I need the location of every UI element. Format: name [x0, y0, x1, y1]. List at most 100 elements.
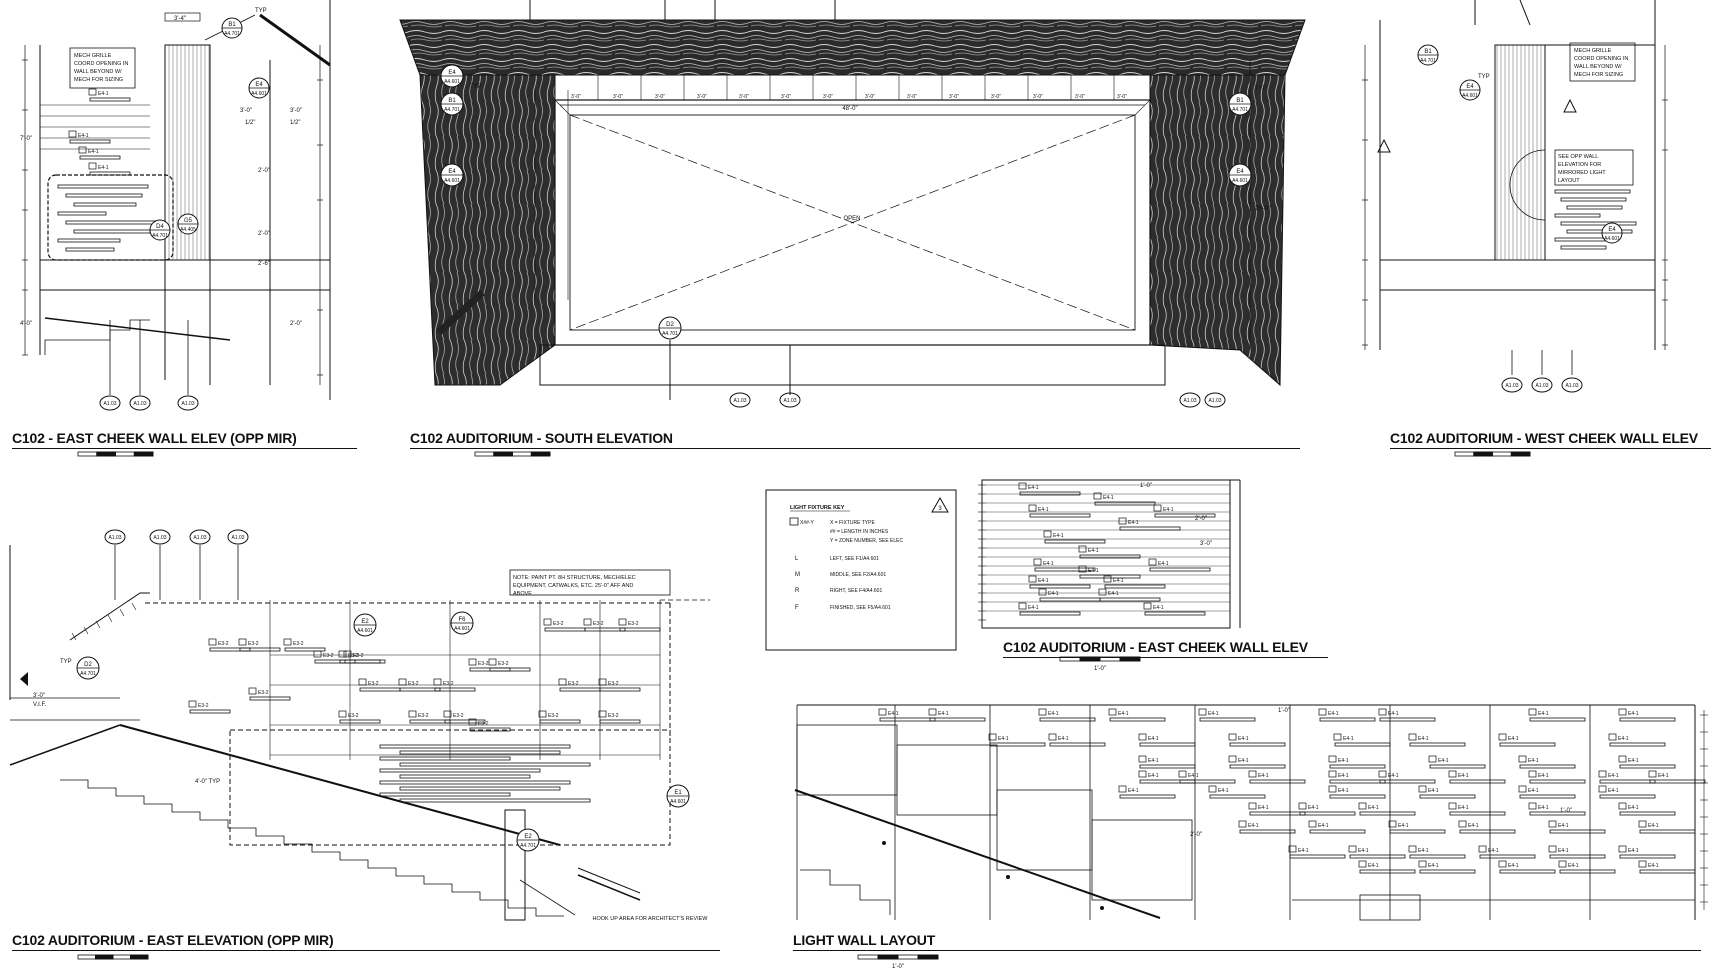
- callout-number: E4: [255, 82, 263, 88]
- light-fixture: E4-1: [1093, 492, 1156, 506]
- fixture-tag: E3-2: [348, 653, 359, 659]
- fixture-tag: E3-2: [443, 681, 454, 687]
- fixture-tag: E3-2: [353, 653, 364, 659]
- gridline-bubble: A1.03: [779, 392, 801, 408]
- light-fixture: E3-2: [583, 618, 626, 632]
- light-fixture: E4-1: [1238, 820, 1296, 834]
- light-fixture: E3-2: [238, 638, 281, 652]
- bubble-label: A1.03: [1535, 383, 1548, 389]
- dim-text: 2'-0": [290, 321, 302, 327]
- light-fixture: E4-1: [1143, 602, 1206, 616]
- callout-sheet: A4.701: [224, 31, 240, 37]
- fixture-tag: E4-1: [1038, 578, 1049, 584]
- callout-number: D4: [156, 224, 164, 230]
- gridline-bubble: A1.03: [729, 392, 751, 408]
- fixture-tag: E4-1: [1528, 788, 1539, 794]
- fixture-tag: E3-2: [408, 681, 419, 687]
- key-text: FINISHED, SEE F5/A4.601: [830, 605, 891, 611]
- bubble-label: A1.03: [1208, 398, 1221, 404]
- light-fixture: E4-1: [1138, 733, 1196, 747]
- fixture-tag: E4-1: [1238, 758, 1249, 764]
- fixture-tag: E4-1: [1328, 711, 1339, 717]
- gridline-bubble: A1.03: [104, 529, 126, 545]
- fixture-tag: E4-1: [1558, 823, 1569, 829]
- light-fixture: E4-1: [878, 708, 936, 722]
- fixture-tag: E4-1: [938, 711, 949, 717]
- stairs: [60, 779, 564, 917]
- note-line: COORD OPENING IN: [1574, 56, 1628, 62]
- dim-text: 3'-0": [865, 94, 875, 100]
- fixture-tag: E4-1: [1388, 773, 1399, 779]
- light-fixture: E4-1: [1498, 860, 1556, 874]
- light-fixture: E4-1: [1478, 845, 1536, 859]
- fixture-tag: E4-1: [1398, 823, 1409, 829]
- stairs: [800, 869, 891, 915]
- key-symbol: F: [795, 605, 799, 611]
- light-fixture: E3-2: [338, 650, 381, 664]
- dim-text: 3'-0": [33, 693, 45, 699]
- gridline-bubble: A1.03: [1561, 377, 1583, 393]
- key-text: X = FIXTURE TYPE: [830, 520, 875, 526]
- fixture-tag: E4-1: [98, 165, 109, 171]
- fixture-tag: E4-1: [1338, 773, 1349, 779]
- callout-number: E4: [448, 169, 456, 175]
- fixture-tag: E4-1: [1608, 788, 1619, 794]
- dim-text: 2'-0": [1190, 832, 1202, 838]
- light-fixture: E4-1: [1418, 785, 1476, 799]
- fixture-tag: E4-1: [998, 736, 1009, 742]
- title-rule: [793, 950, 1701, 951]
- key-symbol: X##-Y: [800, 520, 815, 526]
- view-title-east-elevation-opp-mir: C102 AUDITORIUM - EAST ELEVATION (OPP MI…: [12, 932, 334, 948]
- fixture-tag: E4-1: [1048, 591, 1059, 597]
- dim-text: 3'-0": [949, 94, 959, 100]
- light-fixture: [379, 780, 571, 785]
- fixture-tag: E4-1: [1628, 848, 1639, 854]
- fixture-tag: E3-2: [368, 681, 379, 687]
- fixture-tag: E4-1: [1103, 495, 1114, 501]
- fixture-tag: E4-1: [1608, 773, 1619, 779]
- view-south-elevation: OPEN3'-0"3'-0"3'-0"3'-0"3'-0"3'-0"3'-0"3…: [399, 0, 1306, 408]
- light-fixture: [399, 798, 591, 803]
- fixture-tag: E4-1: [1238, 736, 1249, 742]
- fixture-tag: E4-1: [1558, 848, 1569, 854]
- light-fixture: [399, 750, 561, 755]
- scale-label: 1'-0": [1094, 666, 1106, 672]
- light-fixture: [57, 211, 107, 216]
- light-fixture: E4-1: [1298, 802, 1356, 816]
- dim-text: 3'-0": [655, 94, 665, 100]
- fixture-tag: E4-1: [98, 91, 109, 97]
- light-fixture: E4-1: [1198, 708, 1256, 722]
- dim-text: 25'-0": [1255, 206, 1270, 212]
- fixture-tag: E4-1: [1338, 758, 1349, 764]
- key-text: MIDDLE, SEE F2/A4.601: [830, 572, 886, 578]
- light-fixture: [1566, 205, 1623, 210]
- gridline-bubble: A1.03: [227, 529, 249, 545]
- fixture-tag: E4-1: [1388, 711, 1399, 717]
- scale-bar: [77, 954, 149, 960]
- fixture-tag: E4-1: [78, 133, 89, 139]
- scale-bar: [1454, 451, 1531, 457]
- gridline-bubble: A1.03: [129, 395, 151, 411]
- paint-note: [509, 569, 671, 596]
- callout-number: E2: [524, 834, 532, 840]
- light-fixture: [1554, 237, 1611, 242]
- fixture-tag: E4-1: [1248, 823, 1259, 829]
- stage-base: [539, 344, 1166, 386]
- light-fixture: E4-1: [1528, 802, 1586, 816]
- dim-text: 3'-0": [240, 108, 252, 114]
- light-fixture: E4-1: [1098, 588, 1161, 602]
- fixture-tag: E4-1: [1048, 711, 1059, 717]
- note-line: WALL BEYOND W/: [74, 69, 122, 75]
- typ-label: TYP: [60, 659, 72, 665]
- fixture-tag: E4-1: [1043, 561, 1054, 567]
- light-fixture: [65, 193, 143, 198]
- fixture-tag: E4-1: [1108, 591, 1119, 597]
- light-fixture: E4-1: [1558, 860, 1616, 874]
- light-fixture: E3-2: [598, 710, 641, 724]
